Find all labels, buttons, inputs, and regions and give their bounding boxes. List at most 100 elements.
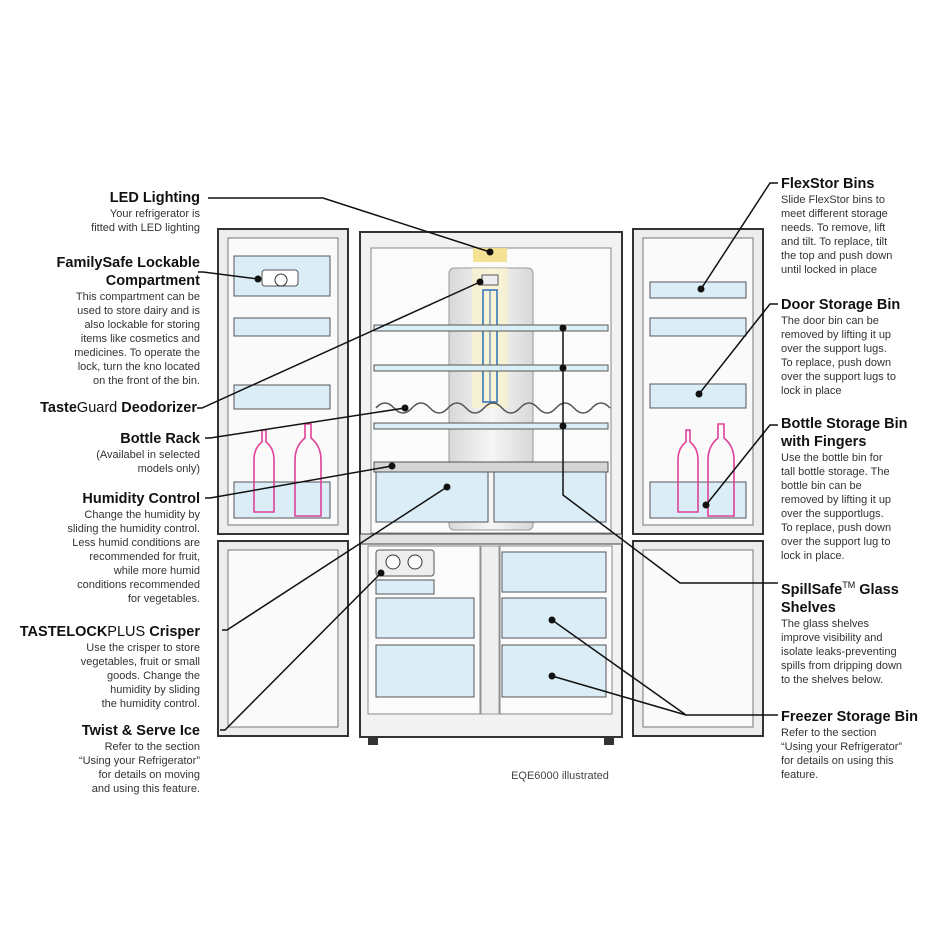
left-upper-door — [217, 228, 349, 535]
spillsafe-desc-line: to the shelves below. — [781, 673, 884, 686]
leader-lines — [197, 182, 778, 731]
spillsafe-title-a: SpillSafe — [781, 581, 843, 598]
flexstor-desc-line: meet different storage — [781, 208, 888, 220]
twist-knob-icon — [407, 554, 423, 570]
model-caption: EQE6000 illustrated — [511, 770, 609, 782]
door-storage-desc-line: over the support lugs. — [781, 343, 887, 355]
flexstor-title: FlexStor Bins — [781, 176, 875, 192]
bottle-icon — [294, 423, 322, 517]
bottle-rack — [375, 402, 611, 414]
tastelock-desc-line: humidity by sliding — [110, 684, 200, 696]
tasteguard-title-a: Taste — [40, 400, 77, 416]
glass-shelf-2 — [373, 364, 609, 372]
humidity-desc-line: for vegetables. — [127, 593, 200, 605]
tastelock-desc-line: vegetables, fruit or small — [80, 656, 200, 668]
label-freezer-storage-bin: Freezer Storage Bin Refer to the section… — [781, 708, 946, 782]
label-led-lighting: LED Lighting Your refrigerator is fitted… — [20, 189, 200, 235]
trademark-mark: TM — [842, 580, 856, 590]
tastelock-desc-line: the humidity control. — [101, 698, 200, 710]
humidity-desc-line: sliding the humidity control. — [67, 523, 200, 535]
left-bottle-bin — [233, 481, 331, 519]
spillsafe-desc-line: isolate leaks-preventing — [781, 645, 897, 658]
humidity-control-title: Humidity Control — [82, 491, 200, 507]
bottle-icon — [253, 429, 275, 513]
bottle-bin-desc-line: To replace, push down — [781, 522, 892, 534]
bottle-bin-desc-line: over the supportlugs. — [781, 508, 884, 520]
freezer-desc-line: “Using your Refrigerator” — [781, 741, 903, 753]
twist-desc-line: for details on moving — [98, 769, 201, 781]
bottle-bin-desc-line: Use the bottle bin for — [781, 452, 883, 464]
led-lighting-title: LED Lighting — [109, 190, 200, 206]
bottle-rack-desc-2: models only) — [137, 463, 200, 475]
humidity-control — [373, 461, 609, 473]
freezer-desc-line: Refer to the section — [781, 727, 877, 739]
freezer-desc-line: for details on using this — [781, 755, 894, 767]
twist-knob-icon — [385, 554, 401, 570]
freezer-right-bin-3 — [501, 644, 607, 698]
bottle-bin-desc-line: removed by lifting it up — [781, 494, 892, 506]
tasteguard-title-b: Guard — [76, 400, 118, 416]
bottle-bin-title-2: with Fingers — [781, 434, 867, 450]
label-bottle-rack: Bottle Rack (Availabel in selected model… — [20, 430, 200, 476]
spillsafe-title-b: Glass — [855, 581, 899, 598]
led-lighting-desc-1: Your refrigerator is — [109, 208, 200, 220]
fridge-cabinet — [359, 231, 623, 745]
door-storage-desc-line: The door bin can be — [781, 315, 879, 327]
flexstor-desc-line: and tilt. To replace, tilt — [781, 236, 888, 248]
flexstor-desc-line: the top and push down — [781, 250, 893, 262]
flexstor-desc-line: needs. To remove, lift — [781, 222, 886, 234]
glass-shelf-3 — [373, 422, 609, 430]
spillsafe-title: SpillSafeTM Glass — [781, 576, 946, 599]
led-lighting-desc-2: fitted with LED lighting — [91, 222, 200, 234]
label-familysafe: FamilySafe Lockable Compartment This com… — [10, 254, 200, 388]
left-lower-door — [217, 540, 349, 737]
right-upper-door — [632, 228, 764, 535]
familysafe-desc-line: This compartment can be — [75, 291, 200, 303]
left-door-bin-2 — [233, 384, 331, 410]
familysafe-title-1: FamilySafe Lockable — [56, 255, 200, 271]
bottle-icon — [677, 429, 699, 513]
familysafe-desc-line: lock, turn the kno located — [77, 361, 200, 373]
freezer-left-bin-2 — [375, 644, 475, 698]
door-storage-desc-line: lock in place — [781, 385, 842, 397]
flexstor-desc-line: until locked in place — [781, 264, 878, 276]
right-lower-door — [632, 540, 764, 737]
bottle-bin-desc-line: tall bottle storage. The — [781, 466, 890, 478]
label-spillsafe-shelves: SpillSafeTM Glass Shelves The glass shel… — [781, 576, 946, 687]
tastelock-title-a: TASTELOCK — [19, 624, 108, 640]
left-door-bin-1 — [233, 317, 331, 337]
familysafe-title-2: Compartment — [105, 273, 200, 289]
humidity-desc-line: recommended for fruit, — [89, 551, 200, 563]
label-tastelock-crisper: TASTELOCKPLUS Crisper Use the crisper to… — [10, 623, 200, 711]
bottle-icon — [707, 423, 735, 517]
lock-knob-icon — [274, 273, 288, 287]
right-door-bin-1 — [649, 317, 747, 337]
glass-shelf-1 — [373, 324, 609, 332]
spillsafe-desc-line: The glass shelves — [781, 617, 870, 630]
tastelock-title-b: PLUS — [107, 624, 146, 640]
freezer-desc-line: feature. — [781, 769, 819, 781]
door-storage-desc-line: over the support lugs to — [781, 371, 896, 383]
twist-serve-ice-tray — [375, 549, 435, 577]
label-flexstor-bins: FlexStor Bins Slide FlexStor bins to mee… — [781, 175, 946, 277]
humidity-desc-line: Change the humidity by — [84, 509, 200, 521]
label-door-storage-bin: Door Storage Bin The door bin can be rem… — [781, 296, 946, 398]
label-twist-serve-ice: Twist & Serve Ice Refer to the section “… — [10, 722, 200, 796]
bottle-bin-desc-line: over the support lug to — [781, 536, 891, 548]
twist-desc-line: and using this feature. — [91, 783, 200, 795]
twist-serve-title: Twist & Serve Ice — [81, 723, 200, 739]
spillsafe-desc-line: improve visibility and — [781, 631, 883, 644]
tastelock-title: TASTELOCKPLUS Crisper — [10, 623, 200, 641]
familysafe-desc-line: medicines. To operate the — [74, 347, 200, 359]
flexstor-desc-line: Slide FlexStor bins to — [781, 194, 885, 206]
twist-desc-line: “Using your Refrigerator” — [78, 755, 200, 767]
familysafe-desc-line: used to store dairy and is — [77, 305, 200, 317]
bottle-bin-desc-line: lock in place. — [781, 550, 845, 562]
tasteguard-title: TasteGuard Deodorizer — [10, 399, 197, 417]
bottle-bin-desc-line: bottle bin can be — [781, 480, 862, 492]
humidity-desc-line: conditions recommended — [77, 579, 200, 591]
bottle-bin-title-1: Bottle Storage Bin — [781, 416, 908, 432]
tasteguard-title-c: Deodorizer — [117, 400, 197, 416]
tastelock-desc-line: Use the crisper to store — [86, 642, 200, 654]
twist-desc-line: Refer to the section — [104, 741, 200, 753]
